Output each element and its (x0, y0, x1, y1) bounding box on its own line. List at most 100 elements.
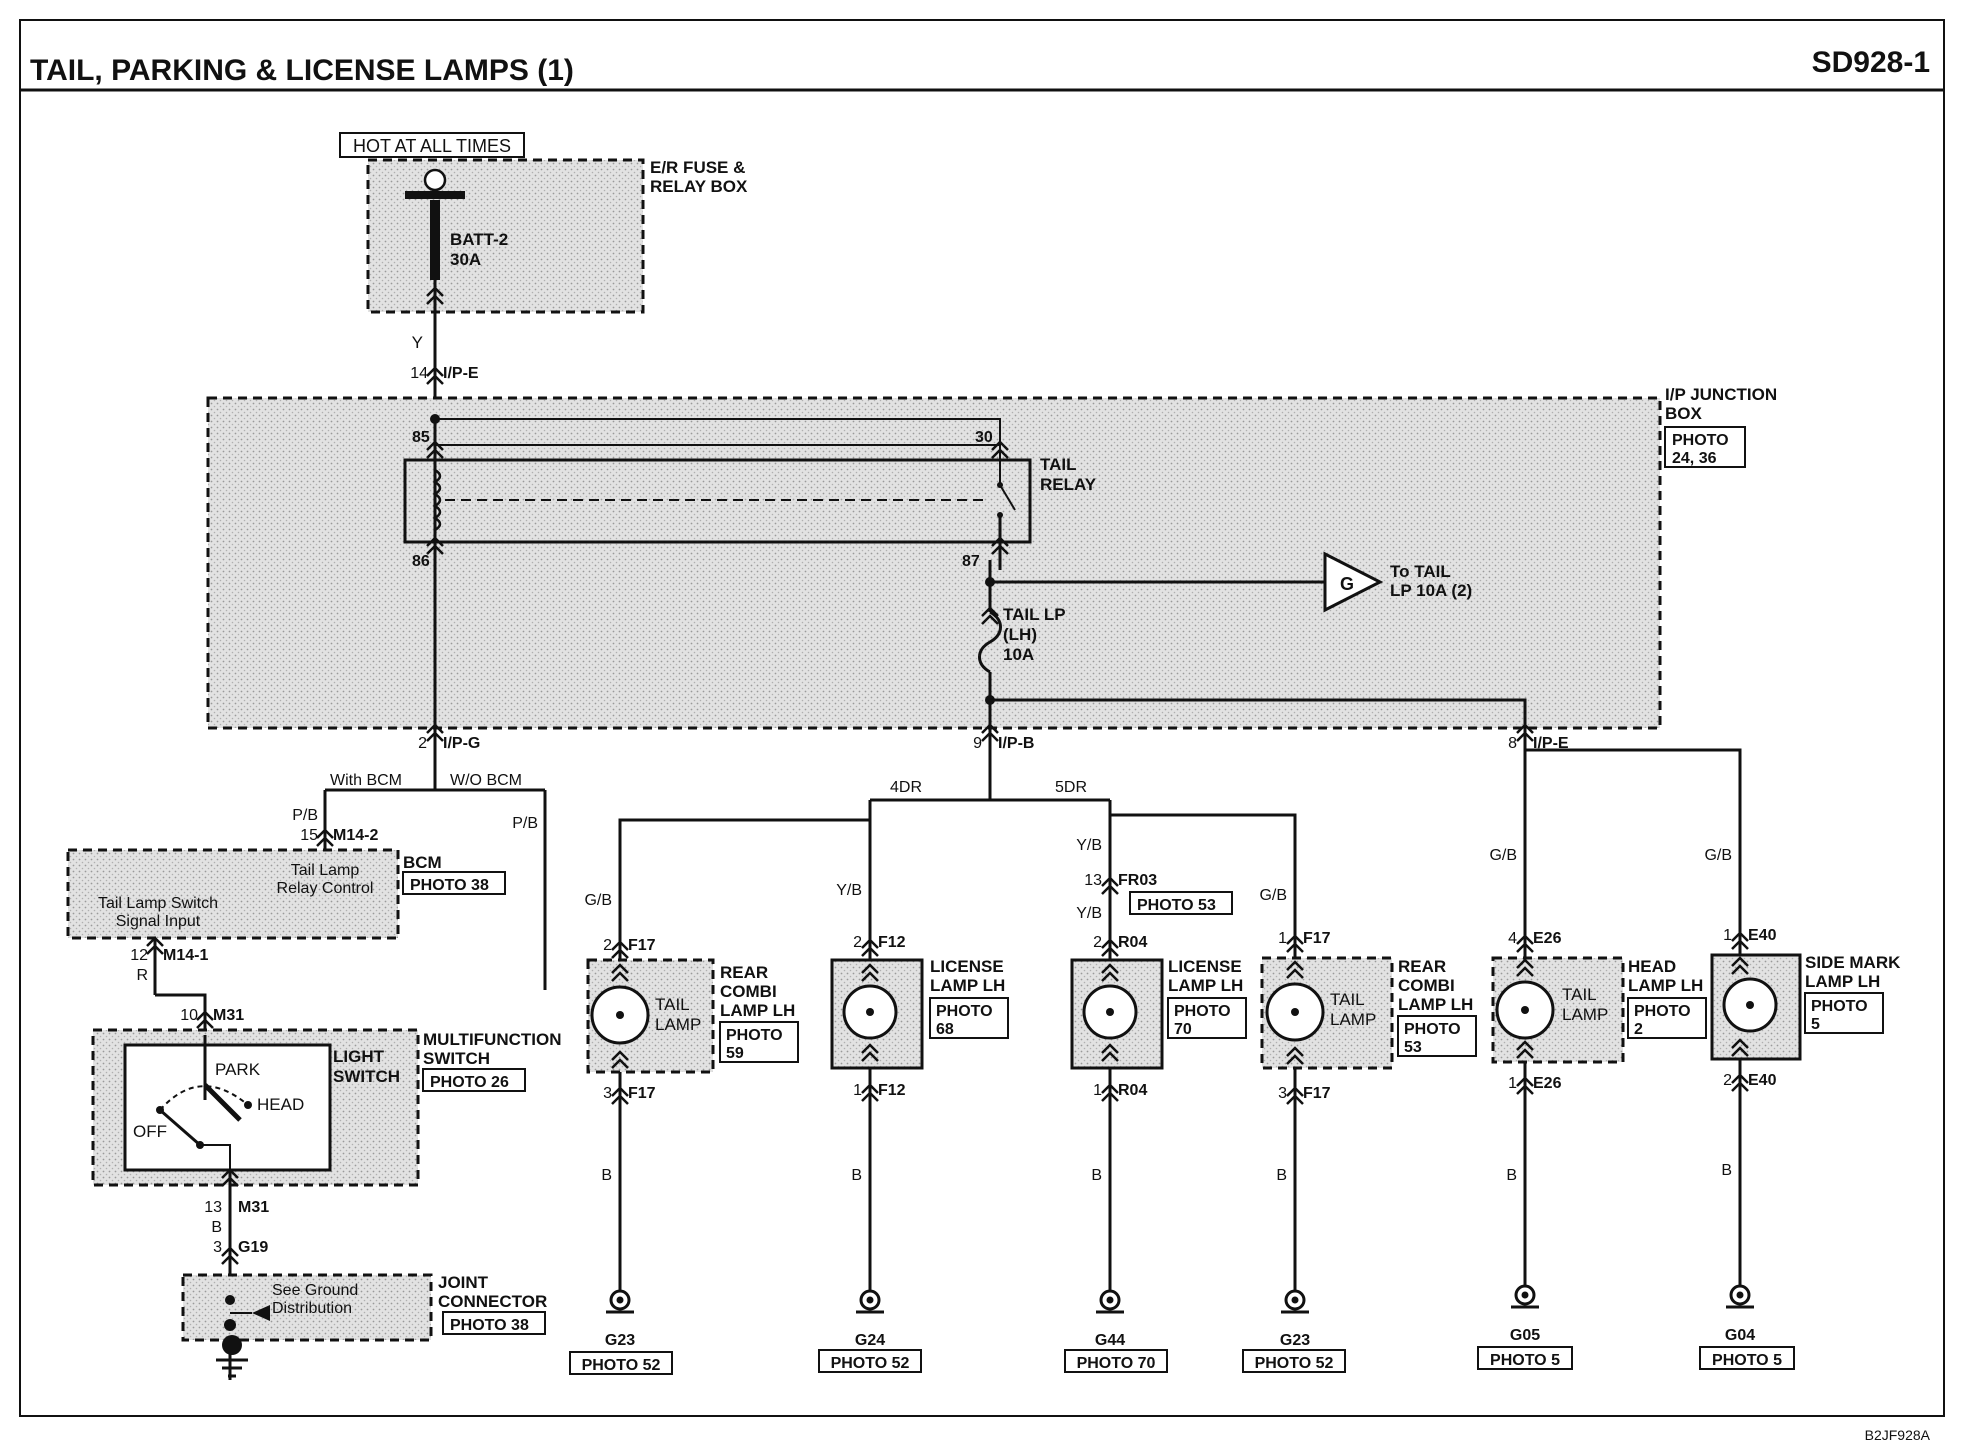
svg-text:B: B (1276, 1167, 1287, 1184)
with-bcm-label: With BCM (330, 772, 402, 789)
svg-text:2: 2 (1634, 1021, 1643, 1038)
lamp-rear-combi-5dr: G/B 1 F17 TAIL LAMP REAR COMBI LAMP LH P… (1242, 887, 1477, 1373)
ground-arrow-icon (252, 1305, 270, 1321)
svg-text:CONNECTOR: CONNECTOR (438, 1292, 547, 1311)
svg-text:PHOTO: PHOTO (936, 1003, 993, 1020)
svg-text:PHOTO 5: PHOTO 5 (1490, 1352, 1560, 1369)
ip-junction-box (206, 396, 1662, 730)
svg-text:4: 4 (1508, 930, 1517, 947)
switch-off: OFF (133, 1122, 167, 1141)
svg-text:E26: E26 (1533, 1075, 1562, 1092)
svg-text:RELAY BOX: RELAY BOX (650, 177, 748, 196)
svg-text:PHOTO 38: PHOTO 38 (410, 877, 489, 894)
svg-text:PHOTO 53: PHOTO 53 (1137, 897, 1216, 914)
junction-photo-ref (1664, 426, 1746, 468)
svg-text:REAR: REAR (1398, 957, 1446, 976)
pin-30: 30 (975, 429, 993, 446)
fuse-tail-lp-label: TAIL LP (1003, 605, 1066, 624)
pin-8-ipe: 8 (1508, 735, 1517, 752)
bcm-label: BCM (403, 853, 442, 872)
svg-text:R04: R04 (1118, 1082, 1147, 1099)
svg-text:G23: G23 (605, 1332, 635, 1349)
lamp-license-5dr: 2 R04 LICENSE LAMP LH PHOTO 70 1 R04 B G… (1064, 934, 1247, 1373)
svg-text:F12: F12 (878, 1082, 906, 1099)
ground-icon (1279, 1289, 1311, 1314)
fr03-photo-ref (1129, 891, 1233, 915)
tail-relay (403, 458, 1032, 544)
bcm-relay-control: Tail Lamp (291, 862, 360, 879)
svg-text:F17: F17 (1303, 1085, 1331, 1102)
chassis-ground-icon (222, 1335, 242, 1355)
svg-text:TAIL: TAIL (1562, 985, 1597, 1004)
conn-ipe: I/P-E (1533, 735, 1569, 752)
pin-15: 15 (300, 827, 318, 844)
svg-text:COMBI: COMBI (1398, 976, 1455, 995)
svg-text:PHOTO 38: PHOTO 38 (450, 1317, 529, 1334)
svg-text:LAMP LH: LAMP LH (1628, 976, 1703, 995)
svg-text:RELAY: RELAY (1040, 475, 1097, 494)
svg-text:G: G (1340, 574, 1354, 594)
pin-85: 85 (412, 429, 430, 446)
svg-text:LAMP: LAMP (1562, 1005, 1608, 1024)
svg-text:LAMP: LAMP (655, 1015, 701, 1034)
svg-text:PHOTO 26: PHOTO 26 (430, 1074, 509, 1091)
svg-text:SIDE MARK: SIDE MARK (1805, 953, 1901, 972)
svg-text:BOX: BOX (1665, 404, 1703, 423)
pin-13-fr03: 13 (1084, 872, 1102, 889)
svg-text:PHOTO: PHOTO (1404, 1021, 1461, 1038)
bcm-photo-ref (402, 871, 506, 895)
offpage-label: To TAIL (1390, 562, 1451, 581)
conn-ipe-top: I/P-E (443, 365, 479, 382)
svg-text:G/B: G/B (1259, 887, 1287, 904)
svg-text:G44: G44 (1095, 1332, 1125, 1349)
svg-text:3: 3 (603, 1085, 612, 1102)
fr03-wire-bot: Y/B (1076, 905, 1102, 922)
svg-text:SWITCH: SWITCH (333, 1067, 400, 1086)
svg-text:2: 2 (1093, 934, 1102, 951)
lamp-license-4dr: Y/B 2 F12 LICENSE LAMP LH PHOTO 68 1 F12… (818, 882, 1009, 1373)
battery-terminal-icon (423, 168, 447, 192)
bcm-signal-input: Tail Lamp Switch (98, 895, 218, 912)
svg-text:(LH): (LH) (1003, 625, 1037, 644)
svg-text:PHOTO 52: PHOTO 52 (582, 1357, 661, 1374)
lamp-side-mark: G/B 1 E40 SIDE MARK LAMP LH PHOTO 5 2 E4… (1699, 847, 1901, 1370)
svg-text:30A: 30A (450, 250, 481, 269)
ground-icon (854, 1289, 886, 1314)
conn-m31-bot: M31 (238, 1199, 269, 1216)
svg-text:LAMP LH: LAMP LH (1805, 972, 1880, 991)
wire-pb-left: P/B (292, 807, 318, 824)
svg-text:PHOTO 5: PHOTO 5 (1712, 1352, 1782, 1369)
svg-text:G24: G24 (855, 1332, 885, 1349)
fuse-batt2-label: BATT-2 (450, 230, 508, 249)
joint-photo-ref (442, 1311, 546, 1335)
svg-text:LP 10A (2): LP 10A (2) (1390, 581, 1472, 600)
pin-2-ipg: 2 (418, 735, 427, 752)
conn-m14-2: M14-2 (333, 827, 378, 844)
svg-text:LAMP: LAMP (1330, 1010, 1376, 1029)
hot-at-all-times-label (339, 132, 525, 158)
svg-text:G/B: G/B (1489, 847, 1517, 864)
relay-coil-icon (432, 468, 442, 532)
svg-text:G/B: G/B (1704, 847, 1732, 864)
pin-87: 87 (962, 553, 980, 570)
wire-y-color: Y (412, 333, 423, 352)
svg-text:HEAD: HEAD (1628, 957, 1676, 976)
conn-m14-1: M14-1 (163, 947, 208, 964)
svg-text:PHOTO: PHOTO (1634, 1003, 1691, 1020)
svg-text:G23: G23 (1280, 1332, 1310, 1349)
offpage-g-icon (1323, 551, 1384, 613)
switch-photo-ref (422, 1068, 526, 1092)
conn-ipb: I/P-B (998, 735, 1034, 752)
lamp-rear-combi-4dr: G/B 2 F17 TAIL LAMP REAR COMBI LAMP LH P… (569, 892, 799, 1375)
svg-text:B: B (851, 1167, 862, 1184)
svg-text:1: 1 (1093, 1082, 1102, 1099)
svg-text:PHOTO: PHOTO (1811, 998, 1868, 1015)
svg-text:10A: 10A (1003, 645, 1034, 664)
pin-9-ipb: 9 (973, 735, 982, 752)
svg-text:E40: E40 (1748, 1072, 1777, 1089)
svg-text:B: B (1506, 1167, 1517, 1184)
junction-box-name: I/P JUNCTION (1665, 385, 1777, 404)
pin-10: 10 (180, 1007, 198, 1024)
diagram-code: SD928-1 (1812, 46, 1930, 79)
